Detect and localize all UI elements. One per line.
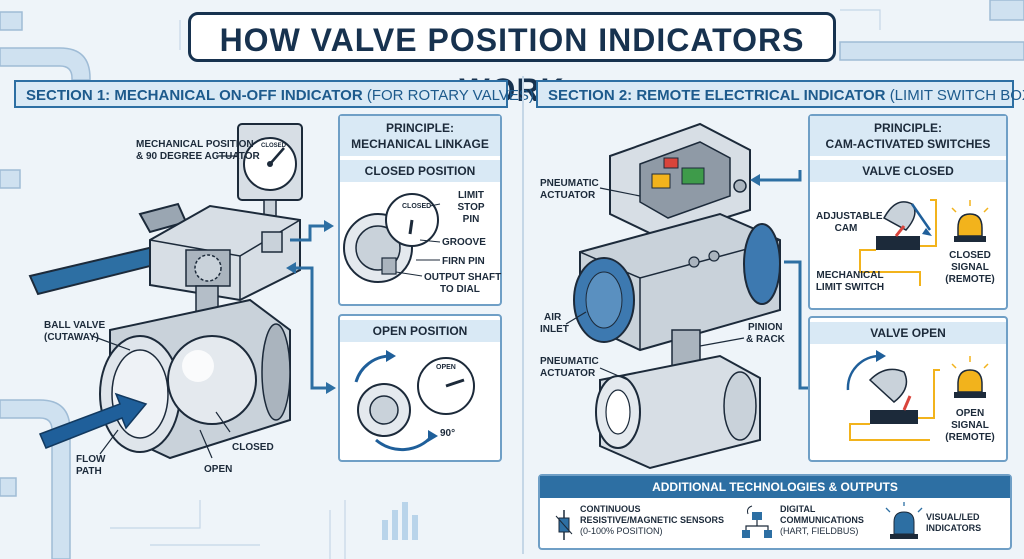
additional-title: ADDITIONAL TECHNOLOGIES & OUTPUTS (540, 476, 1010, 498)
tech2-line2: COMMUNICATIONS (780, 515, 864, 525)
additional-technologies-box: ADDITIONAL TECHNOLOGIES & OUTPUTS CONTIN… (538, 474, 1012, 550)
tech2-line1: DIGITAL (780, 504, 816, 514)
tech1-line3: (0-100% POSITION) (580, 526, 663, 536)
valve-open-title: VALVE OPEN (810, 322, 1006, 344)
mechanical-label: MECHANICAL (816, 270, 884, 281)
section2-connector-arrows (760, 170, 810, 390)
pneumatic-actuator-top-label-1: PNEUMATIC (540, 178, 599, 189)
tech3-text: VISUAL/LED INDICATORS (926, 512, 981, 534)
section1-connector-arrows (290, 224, 326, 390)
pneumatic-actuator-top-label-2: ACTUATOR (540, 190, 596, 201)
path-label: PATH (76, 466, 102, 477)
pneumatic-actuator-bottom-label-2: ACTUATOR (540, 368, 596, 379)
air-label: AIR (544, 312, 562, 323)
inlet-label: INLET (540, 324, 569, 335)
cam-label: CAM (834, 223, 858, 234)
section1-heading: SECTION 1: MECHANICAL ON-OFF INDICATOR (… (14, 80, 534, 108)
flow-label: FLOW (76, 454, 106, 465)
closed-dial-icon (343, 193, 441, 283)
principle2-line2: CAM-ACTIVATED SWITCHES (825, 137, 991, 151)
section-divider (522, 76, 524, 554)
open-label: OPEN (204, 464, 233, 475)
open-cam-switch-icon (846, 350, 989, 441)
principle-line2: MECHANICAL LINKAGE (351, 137, 489, 151)
closed-position-title: CLOSED POSITION (340, 160, 500, 182)
adjustable-label: ADJUSTABLE (816, 211, 883, 222)
section2-heading-suffix: (LIMIT SWITCH BOX) (889, 87, 1024, 104)
output-shaft-label: OUTPUT SHAFT (424, 272, 502, 283)
ball-valve-body-icon (99, 298, 291, 460)
pinion-label: PINION (748, 322, 783, 333)
pneumatic-actuator-bottom-label-1: PNEUMATIC (540, 356, 599, 367)
principle2-heading: PRINCIPLE: CAM-ACTIVATED SWITCHES (810, 116, 1006, 156)
ball-valve-label: BALL VALVE (44, 320, 106, 331)
firn-pin-label: FIRN PIN (442, 256, 485, 267)
section1-heading-suffix: (FOR ROTARY VALVES) (366, 87, 534, 104)
tech1-line1: CONTINUOUS (580, 504, 641, 514)
beacon-icon (885, 502, 923, 539)
tech3-line2: INDICATORS (926, 523, 982, 533)
angle-label: 90° (440, 428, 456, 439)
limit-label: LIMIT (457, 190, 485, 201)
tech2-line3: (HART, FIELDBUS) (780, 526, 859, 536)
network-icon (742, 505, 772, 538)
closed-cam-switch-icon (859, 199, 989, 286)
principle-heading: PRINCIPLE: MECHANICAL LINKAGE (340, 116, 500, 156)
lower-valve-body-icon (595, 354, 761, 470)
open-dial-icon (354, 350, 475, 452)
mech-actuator-label: & 90 DEGREE ACTUATOR (136, 151, 260, 162)
open-signal-1: OPEN (955, 408, 985, 419)
open-position-title: OPEN POSITION (340, 320, 500, 342)
to-dial-label: TO DIAL (440, 284, 480, 295)
tech1-text: CONTINUOUS RESISTIVE/MAGNETIC SENSORS (0… (580, 504, 724, 537)
principle-line1: PRINCIPLE: (385, 121, 454, 135)
limit-switch-box-icon (609, 122, 751, 240)
open-signal-2: SIGNAL (951, 420, 989, 431)
section1-heading-text: SECTION 1: MECHANICAL ON-OFF INDICATOR (26, 87, 363, 104)
principle2-line1: PRINCIPLE: (873, 121, 942, 135)
stop-label: STOP (457, 202, 485, 213)
valve-closed-title: VALVE CLOSED (810, 160, 1006, 182)
flow-arrow-icon (39, 392, 148, 449)
tech3-line1: VISUAL/LED (926, 512, 980, 522)
groove-label: GROOVE (442, 237, 486, 248)
sensor-icon (555, 510, 573, 540)
gearbox-icon (149, 204, 301, 313)
rack-label: & RACK (746, 334, 785, 345)
closed-signal-3: (REMOTE) (945, 274, 995, 285)
tech1-line2: RESISTIVE/MAGNETIC SENSORS (580, 515, 725, 525)
section2-heading-text: SECTION 2: REMOTE ELECTRICAL INDICATOR (548, 87, 886, 104)
cutaway-label: (CUTAWAY) (44, 332, 99, 343)
tech2-text: DIGITAL COMMUNICATIONS (HART, FIELDBUS) (780, 504, 864, 537)
section2-heading: SECTION 2: REMOTE ELECTRICAL INDICATOR (… (536, 80, 1024, 108)
closed-signal-1: CLOSED (949, 250, 991, 261)
limit-switch-label: LIMIT SWITCH (815, 282, 885, 293)
closed-dial-text: CLOSED (402, 203, 432, 210)
pneumatic-actuator-icon (573, 212, 781, 371)
closed-signal-2: SIGNAL (951, 262, 989, 273)
pin-label: PIN (462, 214, 480, 225)
open-signal-3: (REMOTE) (945, 432, 995, 443)
tech-icons (555, 502, 923, 540)
page-title: HOW VALVE POSITION INDICATORS WORK (188, 12, 836, 108)
mech-position-label: MECHANICAL POSITION (136, 139, 254, 150)
closed-label: CLOSED (232, 442, 274, 453)
gauge-closed-label: CLOSED (261, 143, 287, 149)
open-dial-text: OPEN (436, 364, 456, 371)
